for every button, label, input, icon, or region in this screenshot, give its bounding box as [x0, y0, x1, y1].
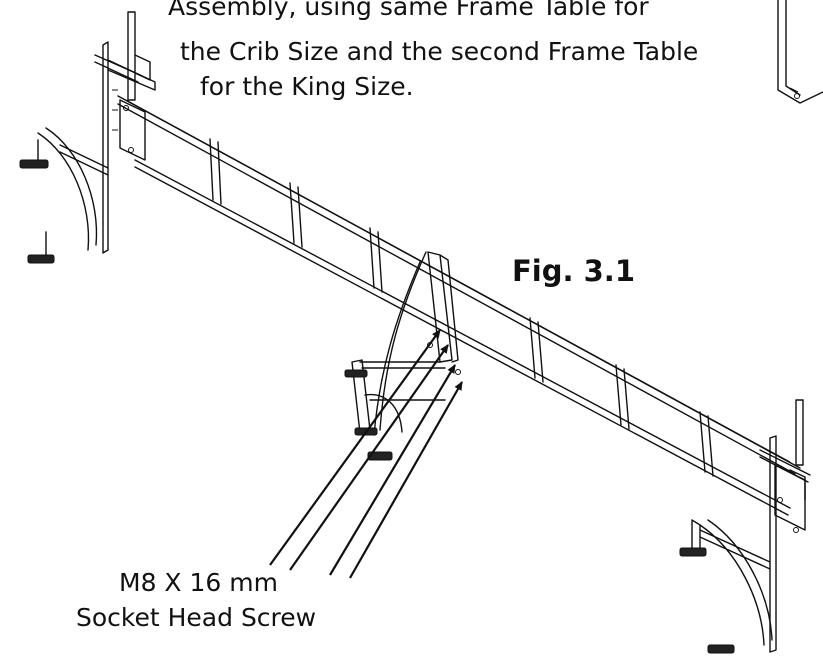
right-leg-assembly	[679, 399, 811, 654]
frame-rungs	[209, 138, 714, 477]
instruction-line-2: the Crib Size and the second Frame Table	[180, 37, 699, 66]
screw-arrows	[269, 329, 463, 579]
instruction-line-1: Assembly, using same Frame Table for	[168, 0, 649, 21]
center-leg-assembly	[344, 251, 461, 461]
top-right-frame-fragment	[777, 0, 823, 104]
instruction-line-3: for the King Size.	[200, 72, 414, 101]
figure-label: Fig. 3.1	[512, 254, 635, 288]
left-leg-assembly	[19, 11, 156, 264]
callout-line-1: M8 X 16 mm	[119, 568, 278, 597]
frame-long-rails	[117, 95, 801, 516]
callout-line-2: Socket Head Screw	[76, 603, 317, 632]
